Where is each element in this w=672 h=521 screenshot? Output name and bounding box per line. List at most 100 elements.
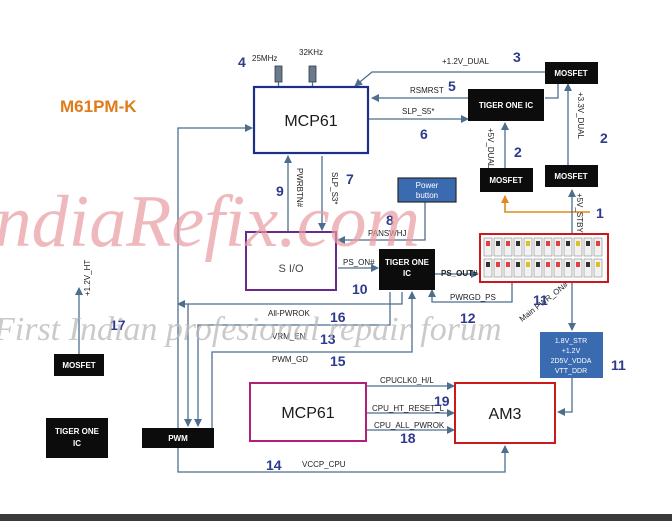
sig-rsmrst: RSMRST <box>410 86 444 95</box>
step-number: 6 <box>420 126 428 142</box>
connector-wire <box>516 241 520 246</box>
wire-vrm-en <box>194 292 391 427</box>
regulator-line-3: 2D5V_VDDA <box>551 358 592 365</box>
power-button-block <box>397 177 457 203</box>
sig-slp-s3: SLP_S3* <box>330 172 339 204</box>
connector-pin <box>543 237 553 257</box>
connector-wire <box>536 241 540 246</box>
regulator-block <box>540 332 603 378</box>
wire-pwrgd-ps <box>428 282 513 303</box>
watermark-main: IndiaRefix.com <box>0 181 420 263</box>
tiger-one-top-block <box>468 89 544 121</box>
connector-pin <box>553 237 563 257</box>
sig-ps-on: PS_ON# <box>343 258 375 267</box>
sig-5v-stby: +5V_STBY <box>575 193 584 233</box>
step-number: 10 <box>352 281 368 297</box>
step-number: 11 <box>611 357 626 373</box>
regulator-line-1: 1.8V_STR <box>555 338 587 345</box>
connector-pin <box>493 258 503 278</box>
connector-pin <box>523 237 533 257</box>
connector-pin <box>503 258 513 278</box>
connector-wire <box>516 262 520 267</box>
connector-pin <box>573 237 583 257</box>
sig-33v-dual: +3.3V_DUAL <box>576 92 585 139</box>
mosfet-middle-label: MOSFET <box>489 176 522 185</box>
wire-vccp-cpu <box>177 445 509 473</box>
wire-12v-dual <box>354 71 545 87</box>
connector-wire <box>596 241 600 246</box>
step-number: 3 <box>513 49 521 65</box>
connector-pin <box>593 237 603 257</box>
regulator-line-4: VTT_DDR <box>555 368 587 375</box>
sig-slp-s5: SLP_S5* <box>402 107 434 116</box>
sig-cpu-ht-reset: CPU_HT_RESET_L <box>372 404 445 413</box>
step-number: 5 <box>448 78 456 94</box>
step-number: 14 <box>266 457 282 473</box>
tiger-one-left-label-1: TIGER ONE <box>55 427 100 436</box>
am3-block <box>454 382 556 444</box>
crystal-32khz-label: 32KHz <box>299 48 323 57</box>
tiger-one-left-block <box>46 418 108 458</box>
connector-pin <box>503 237 513 257</box>
mcp61-bottom-label: MCP61 <box>281 405 334 422</box>
sig-cpu-all-pwrok: CPU_ALL_PWROK <box>374 421 445 430</box>
connector-pin <box>493 237 503 257</box>
connector-wire <box>586 241 590 246</box>
am3-label: AM3 <box>489 406 522 423</box>
crystal-32khz-icon <box>308 65 317 88</box>
mosfet-right-block <box>545 165 598 187</box>
sig-all-pwrok: All-PWROK <box>268 309 310 318</box>
connector-wire <box>486 241 490 246</box>
crystal-25mhz-label: 25MHz <box>252 54 277 63</box>
crystal-25mhz-icon <box>274 65 283 88</box>
connector-wire <box>526 241 530 246</box>
sio-block <box>245 231 337 291</box>
regulator-line-2: +1.2V <box>562 348 581 355</box>
connector-wire <box>576 241 580 246</box>
connector-wire <box>586 262 590 267</box>
step-number: 17 <box>110 317 126 333</box>
step-number: 8 <box>386 212 394 228</box>
step-number: 9 <box>276 183 284 199</box>
atx-connector-icon <box>479 233 609 283</box>
sig-pwrbtn: PWRBTN# <box>295 168 304 208</box>
connector-wire <box>546 262 550 267</box>
connector-pin <box>583 258 593 278</box>
connector-pin <box>513 237 523 257</box>
connector-pin <box>523 258 533 278</box>
sig-vccp-cpu: VCCP_CPU <box>302 460 346 469</box>
step-number: 1 <box>596 205 604 221</box>
pwm-block <box>142 428 214 448</box>
wire-pwm-gd <box>211 291 416 428</box>
tiger-one-mid-label-1: TIGER ONE <box>385 258 430 267</box>
mcp61-bottom-block <box>249 382 367 442</box>
mosfet-top-right-block <box>545 62 598 84</box>
step-number: 18 <box>400 430 416 446</box>
connector-pin <box>573 258 583 278</box>
connector-wire <box>486 262 490 267</box>
step-number: 15 <box>330 353 346 369</box>
connector-pin <box>543 258 553 278</box>
sio-label: S I/O <box>278 263 304 275</box>
connector-wire <box>506 262 510 267</box>
pwm-label: PWM <box>168 434 188 443</box>
wire-panswhj <box>337 202 426 244</box>
sig-12v-ht: +1.2V_HT <box>83 260 92 296</box>
step-number: 13 <box>320 331 336 347</box>
step-number: 2 <box>514 144 522 160</box>
board-title: M61PM-K <box>60 97 137 116</box>
connector-pin <box>563 237 573 257</box>
connector-wire <box>536 262 540 267</box>
step-number: 7 <box>346 171 354 187</box>
connector-wire <box>566 241 570 246</box>
mcp61-top-block <box>252 85 370 155</box>
tiger-one-mid-block <box>379 249 435 290</box>
wire-tiger-top-mosfet <box>545 84 559 99</box>
step-number: 12 <box>460 310 476 326</box>
sig-cpuclk: CPUCLK0_H/L <box>380 376 434 385</box>
sig-pwrgd-ps: PWRGD_PS <box>450 293 496 302</box>
connector-pin <box>533 237 543 257</box>
sig-5v-dual: +5V_DUAL <box>486 128 495 169</box>
sig-panswhj: PANSWHJ <box>368 229 407 238</box>
connector-wire <box>496 241 500 246</box>
